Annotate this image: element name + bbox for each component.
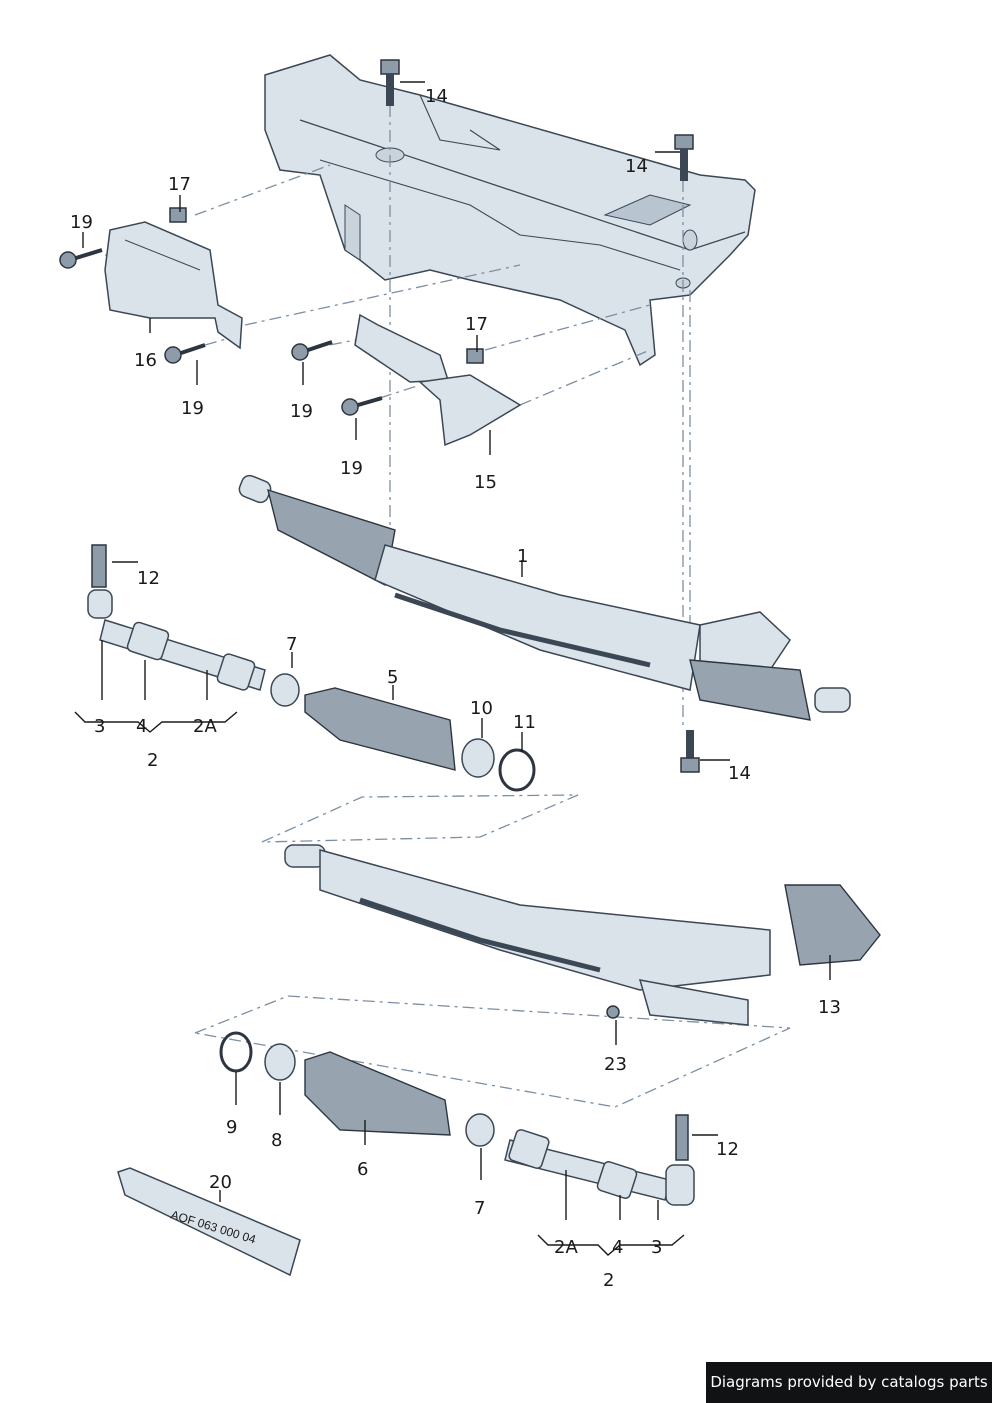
callout-13: 13 [818, 997, 841, 1018]
callout-2A: 2A [554, 1237, 578, 1258]
callout-4: 4 [136, 716, 147, 737]
callout-labels: 14 14 17 19 16 19 17 19 19 15 1 12 3 4 2… [70, 86, 841, 1291]
leader-lines [74, 81, 831, 1256]
callout-7: 7 [286, 634, 297, 655]
callout-9: 9 [226, 1117, 237, 1138]
callout-4: 4 [612, 1237, 623, 1258]
heat-shield-left [104, 221, 243, 350]
callout-14: 14 [425, 86, 448, 107]
screw-23 [606, 1005, 620, 1019]
callout-2: 2 [603, 1270, 614, 1291]
callout-19: 19 [70, 212, 93, 233]
callout-23: 23 [604, 1054, 627, 1075]
callout-5: 5 [387, 667, 398, 688]
callout-17: 17 [168, 174, 191, 195]
callout-12: 12 [137, 568, 160, 589]
callout-8: 8 [271, 1130, 282, 1151]
callout-12: 12 [716, 1139, 739, 1160]
attribution-footer: Diagrams provided by catalogs parts [706, 1362, 992, 1403]
callout-14: 14 [728, 763, 751, 784]
callout-7: 7 [474, 1198, 485, 1219]
bracket-center [354, 313, 450, 383]
heat-shield-center [418, 374, 522, 447]
callout-11: 11 [513, 712, 536, 733]
callout-19: 19 [340, 458, 363, 479]
callout-17: 17 [465, 314, 488, 335]
tie-rod-upper-left [87, 544, 266, 691]
boot-lower-small-parts [219, 1031, 495, 1147]
callout-10: 10 [470, 698, 493, 719]
nuts-and-screws [59, 59, 700, 773]
callout-6: 6 [357, 1159, 368, 1180]
tie-rod-lower-right [504, 1114, 695, 1206]
callout-3: 3 [651, 1237, 662, 1258]
callout-14: 14 [625, 156, 648, 177]
callout-2: 2 [147, 750, 158, 771]
callout-1: 1 [517, 546, 528, 567]
callout-15: 15 [474, 472, 497, 493]
steering-rack-upper [238, 474, 851, 721]
steering-rack-lower [284, 844, 771, 1026]
dust-cap [784, 884, 881, 966]
callout-16: 16 [134, 350, 157, 371]
callout-2A: 2A [193, 716, 217, 737]
callout-19: 19 [290, 401, 313, 422]
callout-3: 3 [94, 716, 105, 737]
subframe-crossmember [264, 54, 756, 367]
callout-19: 19 [181, 398, 204, 419]
boot-upper-small-parts [270, 673, 536, 792]
callout-20: 20 [209, 1172, 232, 1193]
